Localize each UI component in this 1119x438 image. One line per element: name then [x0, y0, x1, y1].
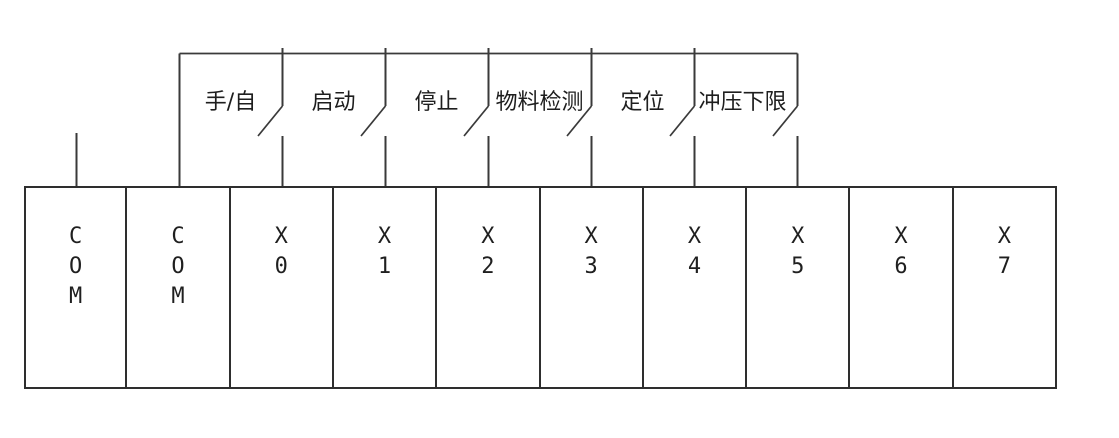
switch-symbol-positioning	[669, 48, 696, 193]
switch-label-positioning: 定位	[620, 90, 665, 115]
switch-blade	[257, 105, 284, 137]
switch-label-start: 启动	[311, 90, 356, 115]
terminal-x3: X3	[538, 186, 644, 389]
switch-label-manual-auto: 手/自	[204, 90, 257, 115]
terminal-label: X4	[687, 224, 702, 279]
terminal-label: X0	[274, 224, 288, 279]
terminal-label: X7	[997, 224, 1011, 279]
terminal-label: X1	[377, 224, 392, 279]
terminal-com-1: COM	[24, 186, 128, 389]
switch-blade	[669, 105, 696, 137]
switch-symbol-press-lower-limit	[772, 53, 799, 193]
switch-blade	[772, 105, 799, 137]
terminal-x4: X4	[641, 186, 748, 389]
terminal-x5: X5	[745, 186, 851, 389]
terminal-com-2: COM	[125, 186, 231, 389]
switch-label-stop: 停止	[414, 90, 459, 115]
terminal-strip: COM COM X0 X1 X2 X3 X4 X5 X6 X7	[24, 186, 1057, 389]
terminal-x1: X1	[331, 186, 438, 389]
switch-symbol-material-detect	[566, 48, 593, 193]
switch-label-material-detect: 物料检测	[495, 90, 584, 115]
terminal-x0: X0	[228, 186, 334, 389]
terminal-x2: X2	[435, 186, 541, 389]
terminal-label: X3	[584, 224, 598, 279]
switch-blade	[566, 105, 593, 137]
terminal-label: COM	[69, 224, 83, 309]
switch-blade	[463, 105, 490, 137]
switch-symbol-start	[360, 48, 387, 193]
switch-symbol-manual-auto	[257, 48, 284, 193]
terminal-label: COM	[171, 224, 185, 309]
terminal-label: X5	[791, 224, 805, 279]
terminal-label: X2	[481, 224, 495, 279]
switch-symbol-stop	[463, 48, 490, 193]
switch-label-press-lower-limit: 冲压下限	[698, 90, 787, 115]
switch-blade	[360, 105, 387, 137]
terminal-label: X6	[894, 224, 908, 279]
terminal-x6: X6	[848, 186, 954, 389]
terminal-x7: X7	[951, 186, 1057, 389]
